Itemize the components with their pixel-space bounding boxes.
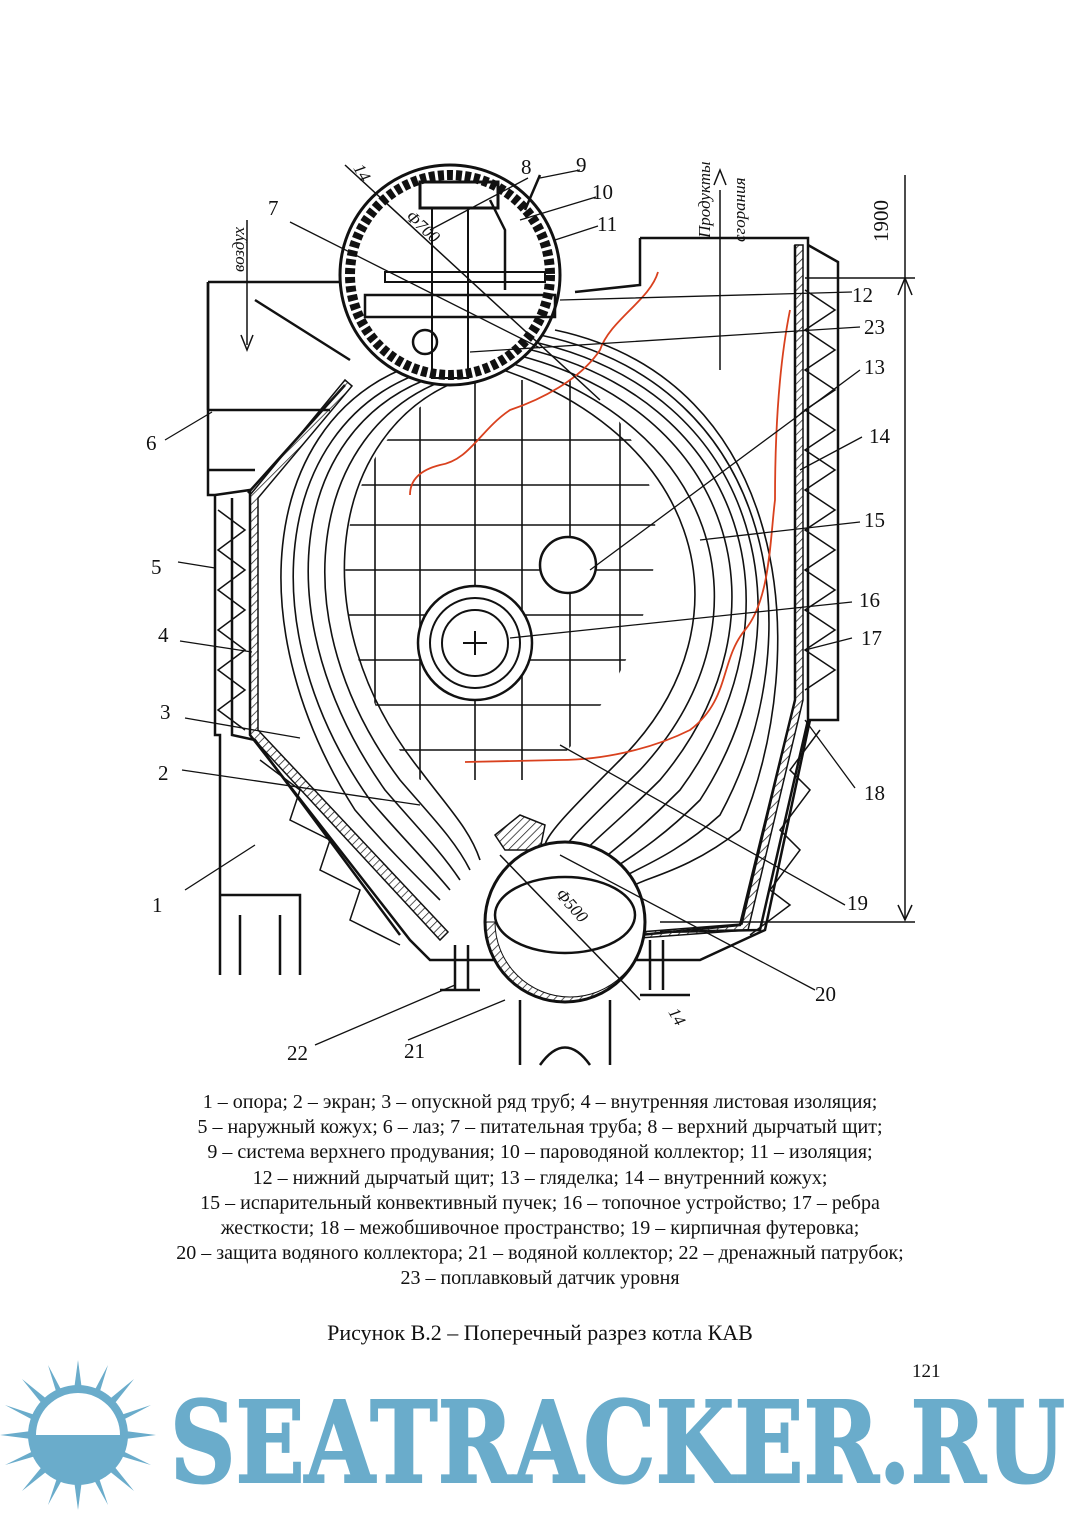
label-22: 22 (287, 1041, 308, 1065)
legend-line: 12 – нижний дырчатый щит; 13 – гляделка;… (252, 1166, 828, 1189)
label-5: 5 (151, 555, 162, 579)
label-19: 19 (847, 891, 868, 915)
legend-line: жесткости; 18 – межобшивочное пространст… (220, 1217, 860, 1240)
sun-icon (0, 1360, 156, 1510)
watermark-logo: SEATRACKER.RU (0, 1360, 1066, 1510)
label-12: 12 (852, 283, 873, 307)
label-15: 15 (864, 508, 885, 532)
label-20: 20 (815, 982, 836, 1006)
watermark-text: SEATRACKER.RU (170, 1378, 1065, 1509)
steam-water-collector (338, 163, 562, 387)
diagram-annotations: воздух Продукты сгорания 1900 Φ700 14 Φ5… (229, 161, 893, 1030)
convective-tube-bundle (280, 329, 779, 901)
label-2: 2 (158, 761, 169, 785)
dimension-1900: 1900 (869, 200, 893, 242)
legend-line: 20 – защита водяного коллектора; 21 – во… (176, 1242, 904, 1265)
label-14: 14 (869, 424, 891, 448)
water-collector-protection (493, 814, 546, 851)
top-wall-label: 14 (350, 161, 375, 186)
insulation-zigzag (216, 289, 837, 946)
label-7: 7 (268, 196, 279, 220)
products-label-2: сгорания (730, 177, 749, 242)
dimension-lines (240, 164, 915, 1001)
burner-device (416, 584, 534, 702)
page-number: 121 (912, 1361, 941, 1382)
label-3: 3 (160, 700, 171, 724)
label-4: 4 (158, 623, 169, 647)
drain-pipes (440, 940, 690, 997)
label-8: 8 (521, 155, 532, 179)
label-23: 23 (864, 315, 885, 339)
label-1: 1 (152, 893, 163, 917)
legend-line: 5 – наружный кожух; 6 – лаз; 7 – питател… (197, 1116, 883, 1139)
part-number-labels: 1 2 3 4 5 6 7 8 9 10 11 12 23 13 14 15 1… (146, 153, 891, 1065)
leader-lines (164, 169, 863, 1046)
red-marker-lines (409, 271, 791, 763)
label-16: 16 (859, 588, 880, 612)
label-9: 9 (576, 153, 587, 177)
bottom-wall-label: 14 (665, 1005, 690, 1030)
label-6: 6 (146, 431, 157, 455)
inner-casing-lining (639, 244, 804, 939)
products-label-1: Продукты (695, 162, 714, 240)
legend-line: 9 – система верхнего продувания; 10 – па… (207, 1141, 873, 1164)
figure-legend: 1 – опора; 2 – экран; 3 – опускной ряд т… (100, 1090, 980, 1292)
legend-line: 1 – опора; 2 – экран; 3 – опускной ряд т… (202, 1091, 878, 1113)
figure-caption: Рисунок В.2 – Поперечный разрез котла КА… (327, 1320, 753, 1345)
label-18: 18 (864, 781, 885, 805)
boiler-cross-section-diagram: 1 2 3 4 5 6 7 8 9 10 11 12 23 13 14 15 1… (146, 153, 915, 1066)
legend-line: 23 – поплавковый датчик уровня (400, 1267, 680, 1290)
label-11: 11 (597, 212, 617, 236)
label-17: 17 (861, 626, 882, 650)
label-13: 13 (864, 355, 885, 379)
label-10: 10 (592, 180, 613, 204)
air-label: воздух (229, 226, 248, 272)
brick-lining (249, 378, 450, 942)
inspection-window (538, 535, 598, 595)
label-21: 21 (404, 1039, 425, 1063)
legend-line: 15 – испарительный конвективный пучек; 1… (200, 1191, 880, 1214)
